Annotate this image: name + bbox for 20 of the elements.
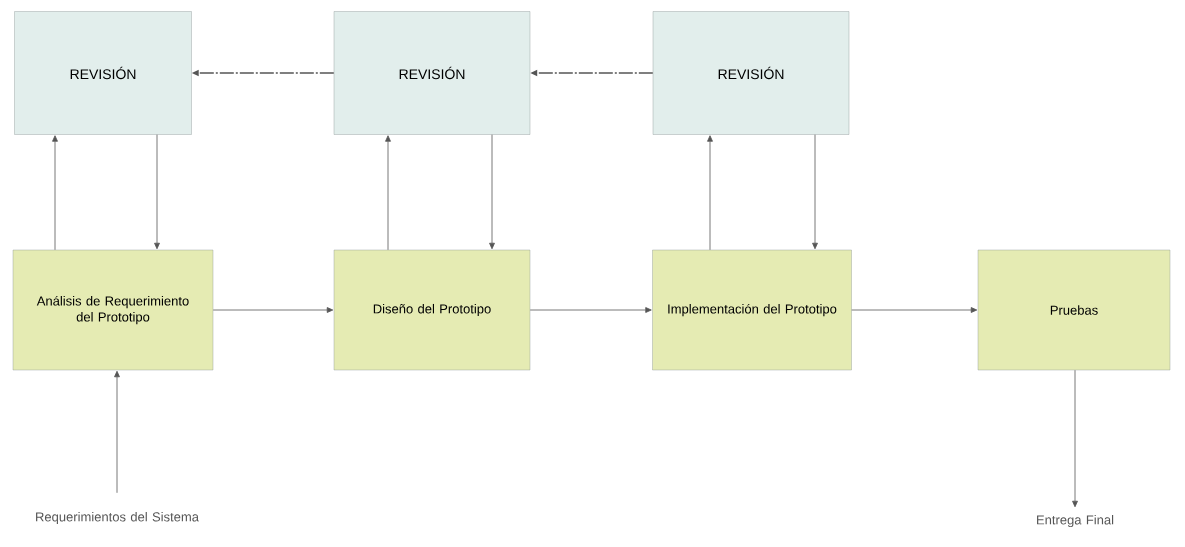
input-output-text: Entrega Final — [1037, 514, 1114, 528]
arrow — [212, 307, 334, 313]
process-box: Implementación del Prototipo — [652, 249, 852, 371]
arrow — [851, 307, 978, 313]
arrow — [52, 135, 58, 251]
arrow — [489, 134, 495, 250]
input-output-text: Requerimientos del Sistema — [36, 511, 199, 525]
revision-box: REVISIÓN — [333, 11, 531, 135]
arrow — [385, 135, 391, 251]
arrow — [529, 307, 652, 313]
arrow — [154, 134, 160, 250]
arrow — [707, 135, 713, 251]
revision-box: REVISIÓN — [14, 11, 192, 135]
revision-box: REVISIÓN — [652, 11, 850, 135]
process-box: Diseño del Prototipo — [333, 249, 531, 371]
process-box: Pruebas — [977, 249, 1171, 371]
arrow — [1072, 369, 1078, 508]
arrow — [114, 370, 120, 494]
process-box: Análisis de Requerimiento del Prototipo — [12, 249, 214, 371]
arrow — [812, 134, 818, 250]
